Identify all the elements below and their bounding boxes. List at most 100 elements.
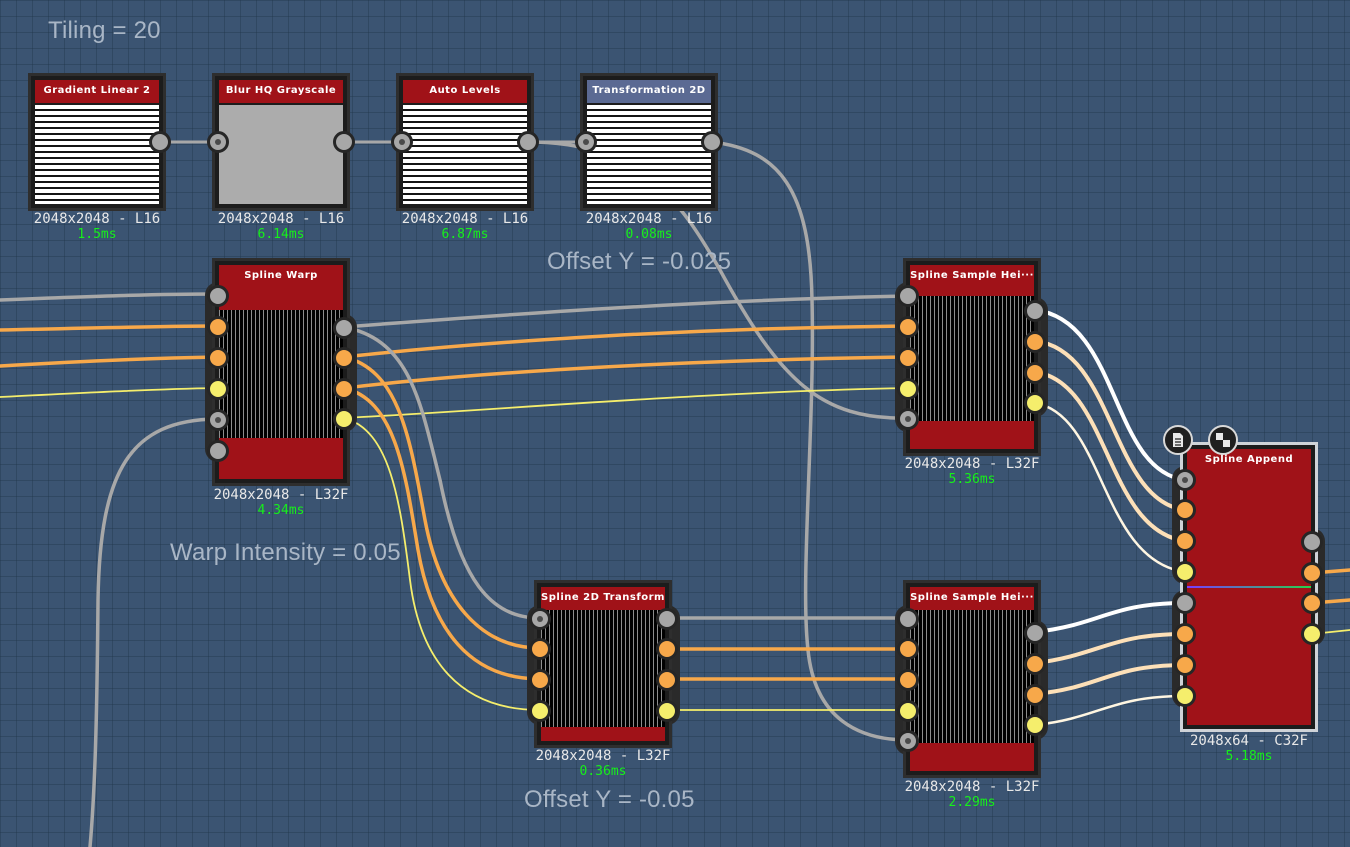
wire [343,417,541,711]
output-port[interactable] [1301,623,1323,645]
output-port[interactable] [1024,331,1046,353]
output-port[interactable] [656,669,678,691]
wire [1033,339,1187,512]
node-time: 6.87ms [441,227,489,242]
input-port[interactable] [897,347,919,369]
node-spline-sample-top[interactable]: Spline Sample Hei··· [903,258,1041,456]
checkerboard-icon[interactable] [1208,425,1238,455]
node-thumbnail [403,105,527,204]
output-port[interactable] [1024,714,1046,736]
input-port[interactable] [575,131,597,153]
output-port[interactable] [1301,592,1323,614]
node-title: Spline Warp [219,265,343,288]
output-port[interactable] [333,408,355,430]
node-resolution: 2048x2048 - L32F [213,487,349,503]
wire [0,324,219,332]
input-port[interactable] [897,638,919,660]
input-port[interactable] [207,131,229,153]
node-blur-hq-grayscale[interactable]: Blur HQ Grayscale [212,73,350,211]
output-port[interactable] [333,378,355,400]
output-port[interactable] [1024,392,1046,414]
input-port[interactable] [1174,685,1196,707]
node-info: 2048x2048 - L16 6.87ms [355,211,575,242]
input-port[interactable] [897,285,919,307]
input-port[interactable] [897,669,919,691]
node-title: Auto Levels [403,80,527,103]
output-port[interactable] [656,638,678,660]
output-port[interactable] [1024,622,1046,644]
input-port[interactable] [1174,623,1196,645]
input-port[interactable] [897,408,919,430]
node-info: 2048x2048 - L32F 2.29ms [862,779,1082,810]
output-port[interactable] [701,131,723,153]
output-port[interactable] [1301,562,1323,584]
wire [342,324,910,359]
node-time: 2.29ms [948,795,996,810]
wire [343,387,909,419]
input-port[interactable] [897,608,919,630]
node-thumbnail [35,105,159,204]
input-port[interactable] [207,440,229,462]
input-port[interactable] [1174,469,1196,491]
output-port[interactable] [656,608,678,630]
output-port[interactable] [149,131,171,153]
node-resolution: 2048x2048 - L32F [904,779,1040,795]
node-thumbnail [910,610,1034,743]
wire [342,386,542,681]
node-thumbnail-top [910,288,1034,296]
output-port[interactable] [517,131,539,153]
input-port[interactable] [207,409,229,431]
output-port[interactable] [333,317,355,339]
output-port[interactable] [333,347,355,369]
wire [342,325,542,620]
input-port[interactable] [897,378,919,400]
node-time: 6.14ms [257,227,305,242]
input-port[interactable] [897,730,919,752]
node-thumbnail-bottom [219,438,343,479]
comment-offset-y-bottom[interactable]: Offset Y = -0.05 [524,786,695,813]
input-port[interactable] [1174,654,1196,676]
input-port[interactable] [207,378,229,400]
document-icon[interactable] [1163,425,1193,455]
wire [1033,663,1187,696]
input-port[interactable] [529,700,551,722]
node-spline-2d-transform[interactable]: Spline 2D Transform [534,580,672,748]
output-port[interactable] [1024,300,1046,322]
node-spline-append[interactable]: Spline Append [1180,442,1318,732]
output-port[interactable] [1301,531,1323,553]
input-port[interactable] [1174,530,1196,552]
node-thumbnail [219,310,343,438]
input-port[interactable] [1174,561,1196,583]
input-port[interactable] [897,700,919,722]
output-port[interactable] [333,131,355,153]
node-thumbnail-top [219,288,343,310]
node-time: 0.36ms [579,764,627,779]
input-port[interactable] [207,347,229,369]
comment-warp-intensity[interactable]: Warp Intensity = 0.05 [170,539,401,566]
node-resolution: 2048x2048 - L32F [904,456,1040,472]
input-port[interactable] [391,131,413,153]
output-port[interactable] [1024,653,1046,675]
input-port[interactable] [529,608,551,630]
node-auto-levels[interactable]: Auto Levels [396,73,534,211]
input-port[interactable] [207,316,229,338]
input-port[interactable] [1174,499,1196,521]
comment-offset-y-top[interactable]: Offset Y = -0.025 [547,248,732,275]
output-port[interactable] [1024,362,1046,384]
input-port[interactable] [897,316,919,338]
node-time: 1.5ms [77,227,117,242]
node-title: Gradient Linear 2 [35,80,159,103]
output-port[interactable] [656,700,678,722]
node-transformation-2d[interactable]: Transformation 2D [580,73,718,211]
node-resolution: 2048x2048 - L16 [33,211,161,227]
node-info: 2048x64 - C32F 5.18ms [1139,733,1350,764]
input-port[interactable] [1174,592,1196,614]
output-port[interactable] [1024,684,1046,706]
input-port[interactable] [207,285,229,307]
node-spline-warp[interactable]: Spline Warp [212,258,350,486]
input-port[interactable] [529,638,551,660]
node-gradient-linear-2[interactable]: Gradient Linear 2 [28,73,166,211]
node-spline-sample-bottom[interactable]: Spline Sample Hei··· [903,580,1041,778]
comment-tiling[interactable]: Tiling = 20 [48,17,161,44]
input-port[interactable] [529,669,551,691]
